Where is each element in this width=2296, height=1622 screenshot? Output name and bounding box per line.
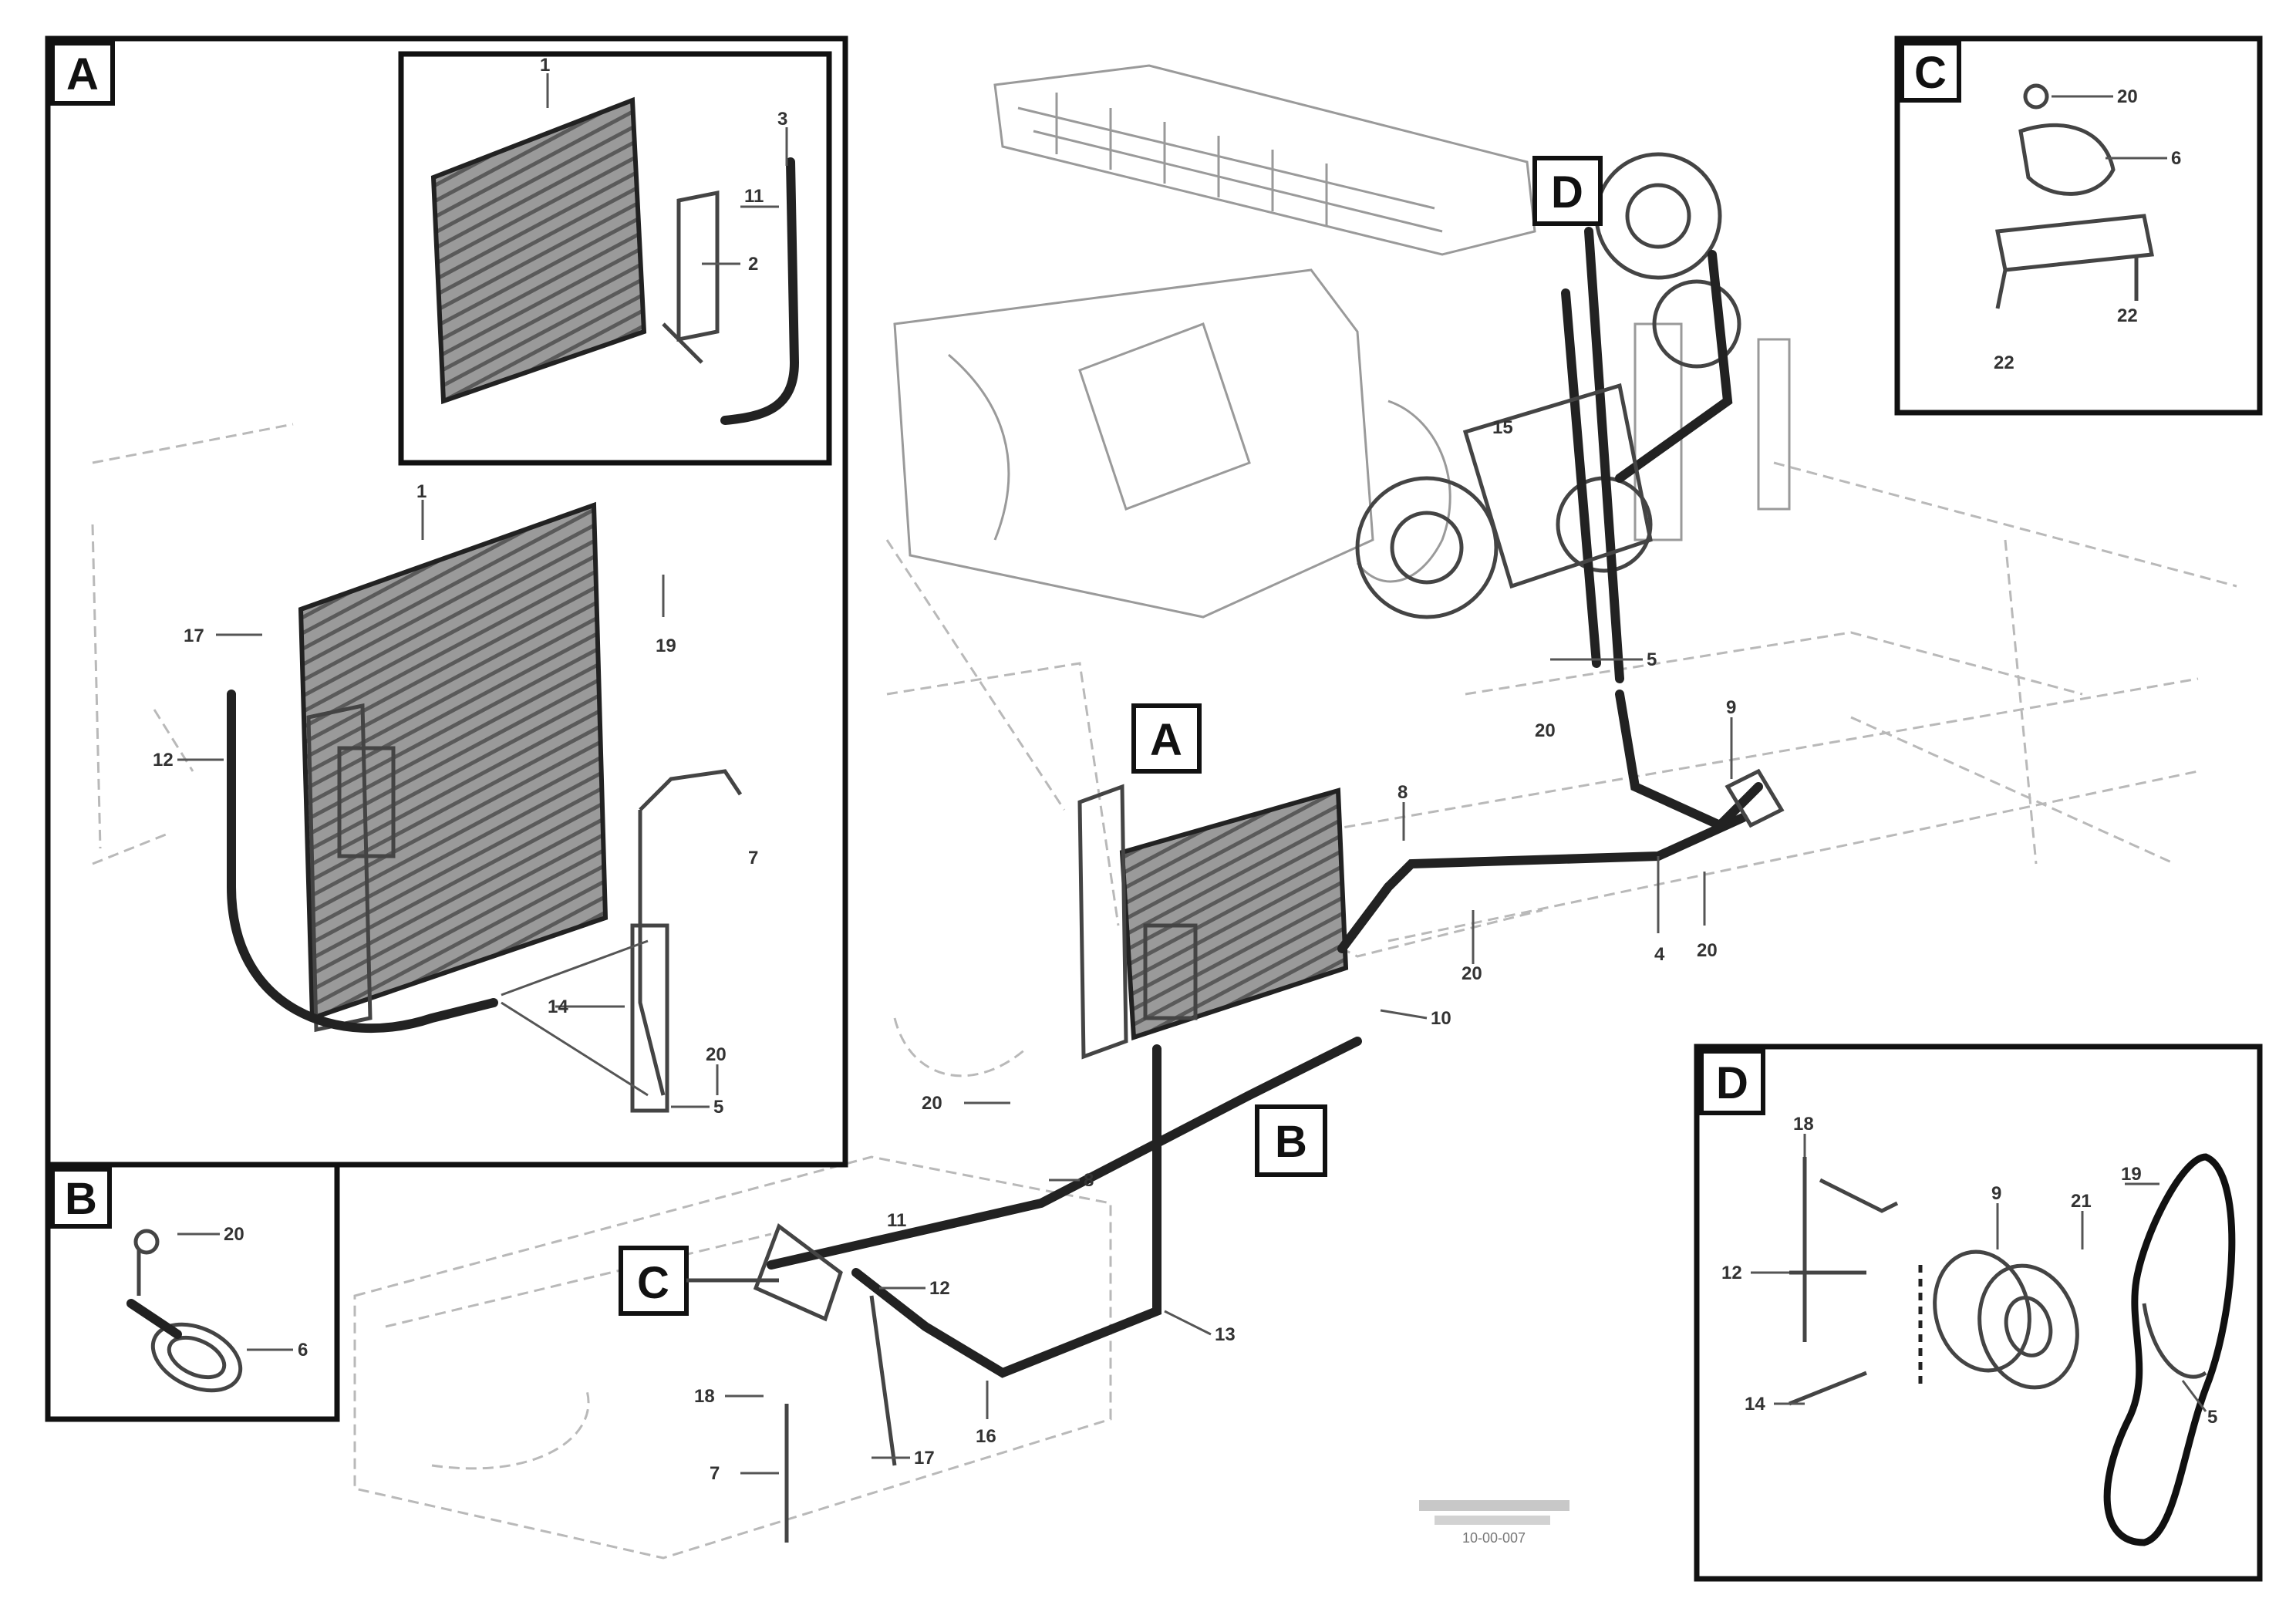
detail-box-a	[45, 35, 848, 1168]
item-number: 12	[1721, 1263, 1742, 1283]
item-number: 17	[914, 1448, 935, 1469]
item-number: 11	[744, 186, 764, 207]
item-numbers: 1 3 11 2 1 19 17 12 14 20 5 7 20 6 20 6 …	[153, 55, 2217, 1484]
callout-label-a: A	[66, 49, 99, 99]
callout-d-box: D D	[1532, 156, 1765, 1115]
callout-label-b: B	[65, 1174, 97, 1224]
engine-ghost-outline	[353, 64, 2237, 1560]
callout-label-d-main: D	[1551, 167, 1583, 218]
callout-label-b-main: B	[1275, 1117, 1307, 1167]
item-number: 20	[1462, 963, 1482, 984]
item-number: 9	[1726, 697, 1736, 718]
item-number: 18	[1793, 1114, 1814, 1135]
item-number: 20	[224, 1224, 244, 1245]
item-number: 9	[1991, 1183, 2001, 1204]
item-number: 20	[2117, 86, 2138, 107]
item-number: 6	[2171, 148, 2181, 169]
item-number: 12	[929, 1278, 950, 1299]
item-number: 5	[2207, 1407, 2217, 1428]
item-number: 1	[540, 55, 550, 76]
drawing-reference: 10-00-007	[1419, 1500, 1569, 1546]
item-number: 3	[777, 109, 787, 130]
item-number: 7	[748, 848, 758, 868]
item-number: 10	[1431, 1008, 1451, 1029]
item-number: 19	[656, 636, 676, 656]
item-number: 20	[922, 1093, 942, 1114]
item-number: 18	[694, 1386, 715, 1407]
item-number: 22	[1994, 352, 2014, 373]
item-number: 2	[748, 254, 758, 275]
item-number: 14	[548, 996, 568, 1017]
detail-box-d	[1694, 1044, 2263, 1582]
item-number: 14	[1745, 1394, 1765, 1415]
item-number: 1	[416, 481, 426, 502]
detail-box-c	[1894, 35, 2263, 416]
item-number: 8	[1397, 782, 1408, 803]
callout-b-box: B B	[50, 1104, 1327, 1229]
item-number: 11	[887, 1210, 906, 1231]
callout-label-a-main: A	[1150, 715, 1182, 765]
item-number: 22	[2117, 305, 2138, 326]
item-number: 7	[710, 1463, 720, 1484]
condenser-main	[1077, 784, 1349, 1060]
item-number: 19	[2121, 1164, 2142, 1185]
callout-a-box: A A	[50, 41, 1202, 774]
item-number: 20	[1697, 940, 1718, 961]
item-number: 5	[713, 1097, 723, 1118]
item-number: 8	[1084, 1170, 1094, 1191]
item-number: 20	[1535, 720, 1556, 741]
engine-front-pulleys	[1355, 152, 1741, 683]
callout-label-d: D	[1716, 1058, 1748, 1108]
item-number: 15	[1492, 417, 1513, 438]
item-number: 13	[1215, 1324, 1236, 1345]
item-number: 20	[706, 1044, 727, 1065]
item-number: 6	[298, 1340, 308, 1361]
item-number: 5	[1647, 649, 1657, 670]
callout-label-c: C	[1914, 48, 1947, 98]
item-number: 16	[976, 1426, 996, 1447]
item-number: 17	[184, 626, 204, 646]
callout-label-c-main: C	[637, 1258, 669, 1308]
callout-c-box: C C	[619, 41, 1961, 1316]
ac-hoses-main	[753, 690, 1785, 1543]
detail-box-b	[45, 1162, 340, 1422]
item-number: 21	[2071, 1191, 2092, 1212]
item-number: 4	[1654, 944, 1665, 965]
reference-code: 10-00-007	[1462, 1530, 1526, 1546]
item-number: 12	[153, 750, 174, 771]
